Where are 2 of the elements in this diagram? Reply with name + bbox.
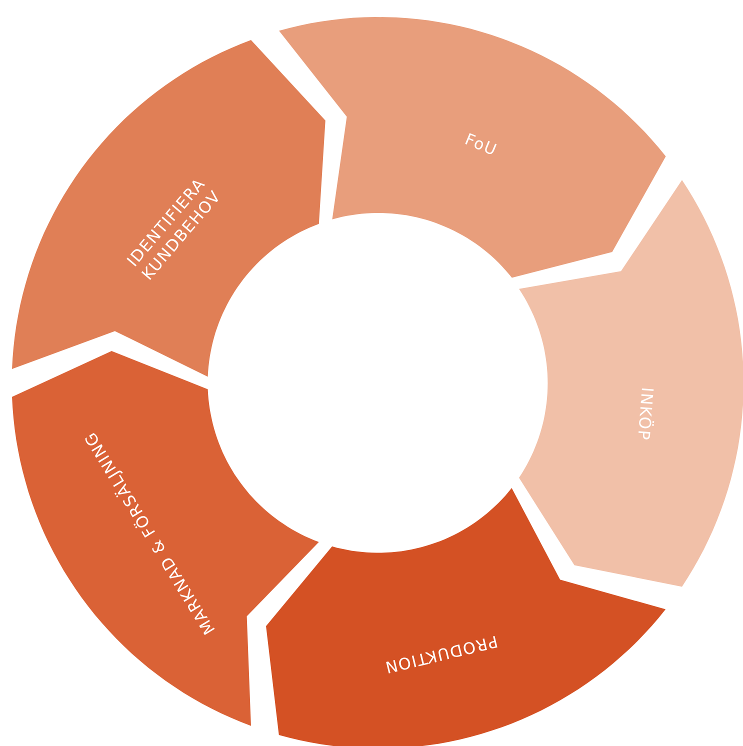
segment-label: FoU <box>460 128 501 162</box>
segment-label: INKÖP <box>633 386 658 444</box>
